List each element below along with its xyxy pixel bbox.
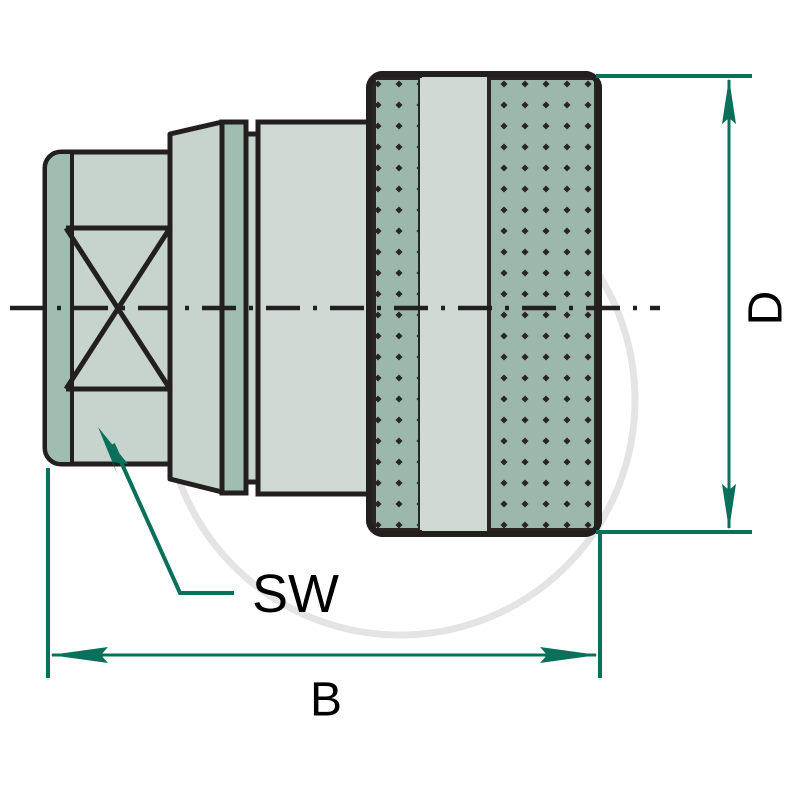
knurled-sleeve-outline [366,71,602,537]
leader-sw [98,427,234,595]
sw-leader-line [111,443,234,595]
b-arrow-right [540,647,598,663]
sleeve-smooth-band [420,78,489,530]
dimension-b [46,468,602,678]
wrench-flat-label: SW [252,564,339,624]
b-arrow-left [50,647,108,663]
coupling-part-body [42,71,602,537]
knurl-band-left [374,78,420,530]
d-arrow-top [722,78,736,124]
sw-leader-arrow [98,427,128,476]
dimension-d-label: D [740,291,793,326]
wrench-flat-crosshatch [63,225,173,392]
knurl-band-right [489,78,596,530]
d-arrow-bottom [722,484,736,530]
dimension-d [596,74,752,534]
dimension-b-label: B [310,674,342,727]
